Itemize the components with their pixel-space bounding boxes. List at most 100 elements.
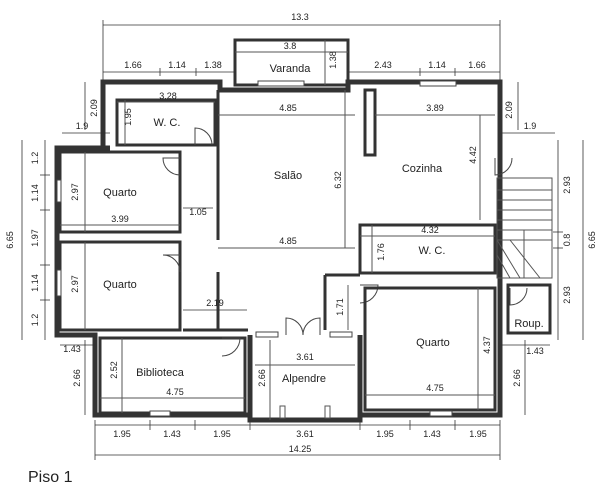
room-label-quarto-3: Quarto bbox=[416, 337, 450, 349]
room-label-biblioteca: Biblioteca bbox=[136, 367, 185, 379]
dim-label: 2.93 bbox=[562, 286, 572, 304]
window bbox=[149, 410, 171, 417]
door-roupa bbox=[509, 287, 528, 306]
dim-label: 3.61 bbox=[296, 429, 314, 439]
biblioteca: 2.52 Biblioteca 4.75 bbox=[98, 336, 247, 417]
dim-label: 2.97 bbox=[70, 183, 80, 201]
dim-label: 4.42 bbox=[468, 146, 478, 164]
room-label-alpendre: Alpendre bbox=[282, 373, 326, 385]
dim-top-left: 1.66 1.14 1.38 bbox=[103, 60, 235, 76]
door-wc-top bbox=[194, 127, 213, 146]
dim-label: 2.09 bbox=[504, 101, 514, 119]
door-quarto-2 bbox=[162, 254, 181, 273]
window bbox=[257, 80, 305, 87]
window bbox=[419, 80, 457, 87]
dim-label: 1.2 bbox=[30, 152, 40, 165]
room-label-quarto-2: Quarto bbox=[103, 279, 137, 291]
dim-label: 4.75 bbox=[166, 387, 184, 397]
dim-label: 1.05 bbox=[189, 207, 207, 217]
dim-label: 1.71 bbox=[335, 298, 345, 316]
dim-label: 3.28 bbox=[159, 91, 177, 101]
dim-label: 1.2 bbox=[30, 314, 40, 327]
dim-label: 1.14 bbox=[30, 184, 40, 202]
dim-label: 2.93 bbox=[562, 176, 572, 194]
room-label-wc-top: W. C. bbox=[154, 117, 181, 129]
dim-label: 1.95 bbox=[376, 429, 394, 439]
door-cozinha bbox=[494, 157, 513, 176]
dim-label: 3.89 bbox=[426, 103, 444, 113]
dim-label: 2.19 bbox=[206, 298, 224, 308]
window bbox=[429, 410, 453, 417]
dim-label: 2.43 bbox=[374, 60, 392, 70]
dim-label: 1.38 bbox=[328, 51, 338, 69]
cozinha: 3.89 4.42 Cozinha bbox=[375, 80, 513, 220]
dim-label: 1.95 bbox=[123, 108, 133, 126]
dim-label: 2.97 bbox=[70, 275, 80, 293]
room-label-roupa: Roup. bbox=[514, 318, 543, 330]
dim-label: 2.09 bbox=[89, 99, 99, 117]
dim-label: 1.14 bbox=[30, 274, 40, 292]
pillar bbox=[324, 405, 331, 419]
dim-label: 2.66 bbox=[72, 369, 82, 387]
quarto-1: 2.97 Quarto 3.99 bbox=[56, 150, 182, 234]
dim-label: 4.85 bbox=[279, 236, 297, 246]
dim-label: 6.65 bbox=[5, 231, 15, 249]
dim-right-outer: 6.65 2.93 0.8 2.93 bbox=[553, 140, 597, 340]
dim-label: 1.43 bbox=[163, 429, 181, 439]
dim-label: 2.66 bbox=[512, 369, 522, 387]
dim-label: 6.65 bbox=[587, 231, 597, 249]
dim-label: 1.95 bbox=[113, 429, 131, 439]
window bbox=[56, 269, 62, 297]
door-quarto-1 bbox=[162, 157, 181, 176]
dim-label: 1.97 bbox=[30, 229, 40, 247]
dim-label: 1.9 bbox=[76, 121, 89, 131]
dim-label: 3.61 bbox=[296, 352, 314, 362]
dim-label: 1.43 bbox=[63, 344, 81, 354]
dim-left-outer: 6.65 1.2 1.14 1.97 1.14 1.2 bbox=[5, 140, 50, 340]
dim-label: 1.43 bbox=[526, 346, 544, 356]
dim-label: 6.32 bbox=[333, 171, 343, 189]
dim-label: 1.14 bbox=[168, 60, 186, 70]
wall-stub bbox=[363, 88, 377, 157]
room-label-wc-mid: W. C. bbox=[419, 245, 446, 257]
door-biblioteca bbox=[221, 337, 241, 357]
dim-label: 1.95 bbox=[213, 429, 231, 439]
window bbox=[255, 331, 279, 338]
dim-label: 2.52 bbox=[109, 361, 119, 379]
dim-label: 3.99 bbox=[111, 214, 129, 224]
dim-top-right: 2.43 1.14 1.66 bbox=[348, 60, 500, 76]
stairs bbox=[496, 177, 553, 279]
dim-label: 14.25 bbox=[289, 444, 312, 454]
room-label-cozinha: Cozinha bbox=[402, 163, 443, 175]
dim-label: 1.95 bbox=[469, 429, 487, 439]
dim-bottom: 1.95 1.43 1.95 3.61 1.95 1.43 1.95 14.25 bbox=[94, 420, 501, 460]
dim-label: 1.38 bbox=[204, 60, 222, 70]
door-alpendre bbox=[285, 317, 321, 336]
door-wc-mid bbox=[359, 284, 379, 304]
wc-top: 3.28 1.95 W. C. bbox=[115, 91, 217, 147]
roupa: Roup. bbox=[506, 283, 552, 335]
dim-label: 2.66 bbox=[257, 369, 267, 387]
dim-label: 1.14 bbox=[428, 60, 446, 70]
salao: 4.85 4.85 6.32 Salão bbox=[183, 80, 355, 332]
dim-label: 13.3 bbox=[291, 12, 309, 22]
dim-label: 1.76 bbox=[376, 243, 386, 261]
room-label-varanda: Varanda bbox=[270, 63, 312, 75]
quarto-2: 2.97 Quarto bbox=[56, 240, 182, 332]
wc-mid: 4.32 1.76 W. C. bbox=[358, 223, 497, 304]
dim-left: 2.09 1.9 bbox=[62, 82, 110, 134]
dim-label: 4.37 bbox=[482, 336, 492, 354]
dim-right-top: 2.09 1.9 bbox=[500, 82, 555, 134]
dim-label: 1.43 bbox=[423, 429, 441, 439]
dim-label: 1.66 bbox=[468, 60, 486, 70]
dim-label: 0.8 bbox=[562, 234, 572, 247]
dim-label: 1.66 bbox=[124, 60, 142, 70]
dim-total-top: 13.3 bbox=[102, 12, 501, 80]
dim-label: 3.8 bbox=[284, 41, 297, 51]
plan-title: Piso 1 bbox=[28, 469, 73, 486]
room-label-salao: Salão bbox=[274, 170, 302, 182]
room-label-quarto-1: Quarto bbox=[103, 187, 137, 199]
dim-label: 4.32 bbox=[421, 225, 439, 235]
varanda: 3.8 1.38 Varanda bbox=[233, 38, 350, 87]
